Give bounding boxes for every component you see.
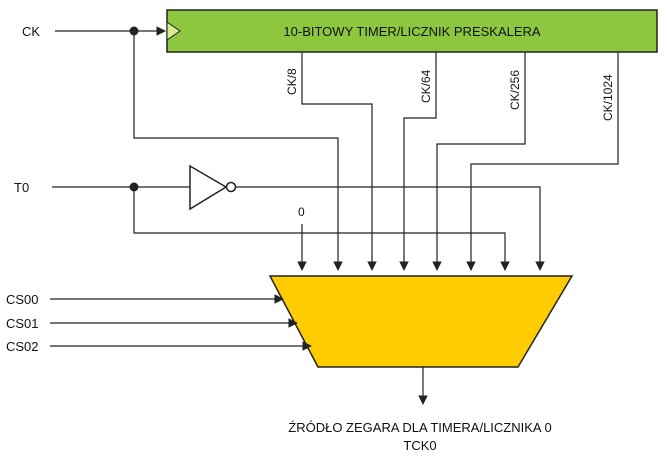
tap-wire-ck1024 <box>466 52 619 271</box>
output-label: ŹRÓDŁO ZEGARA DLA TIMERA/LICZNIKA 0 <box>288 420 551 435</box>
ck-direct-wire <box>133 31 343 271</box>
tap-label-ck64: CK/64 <box>419 69 433 103</box>
tap-label-ck256: CK/256 <box>508 70 522 110</box>
cs00-label: CS00 <box>6 292 39 307</box>
output-signal-label: TCK0 <box>403 438 436 453</box>
tap-wire-ck64 <box>399 52 437 271</box>
prescaler-title: 10-BITOWY TIMER/LICZNIK PRESKALERA <box>283 24 541 39</box>
tap-ck256: CK/256 <box>432 52 526 271</box>
tap-wire-ck8 <box>301 52 377 271</box>
clock-input-notch <box>166 21 181 41</box>
cs02-label: CS02 <box>6 339 39 354</box>
inverter-bubble <box>225 181 237 193</box>
zero-label: 0 <box>298 205 305 219</box>
tap-ck8: CK/8 <box>285 52 377 271</box>
tap-ck64: CK/64 <box>399 52 437 271</box>
tap-label-ck8: CK/8 <box>285 68 299 95</box>
t0-inverted-wire <box>236 186 545 271</box>
tap-label-ck1024: CK/1024 <box>601 74 615 121</box>
prescaler-box <box>166 9 658 53</box>
cs01-label: CS01 <box>6 316 39 331</box>
t0-direct-wire <box>133 187 510 271</box>
inverter-gate <box>189 164 228 211</box>
tap-wire-ck256 <box>432 52 526 271</box>
multiplexer <box>268 275 574 368</box>
prescaler-block: 10-BITOWY TIMER/LICZNIK PRESKALERA <box>166 9 658 53</box>
t0-label: T0 <box>14 180 29 195</box>
tap-ck1024: CK/1024 <box>466 52 619 271</box>
ck-label: CK <box>22 24 40 39</box>
